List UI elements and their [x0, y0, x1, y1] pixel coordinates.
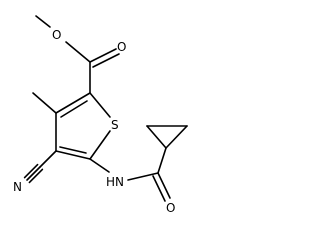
bond-amide-carbon-oxygen-2 — [152, 175, 166, 202]
bond-c5-c4-inner — [59, 146, 87, 154]
bond-c5-c4 — [55, 150, 91, 160]
nitrile-group — [23, 150, 57, 184]
bond-carbonyl-carbon-oxygen-1 — [89, 48, 117, 63]
bond-cyclopropyl-3 — [165, 125, 188, 149]
bond-nitrile-triple-1 — [26, 166, 41, 181]
nitrile-nitrogen-label: N — [13, 180, 22, 194]
bond-nitrile-triple-2 — [23, 163, 39, 179]
bond-c3-c2-inner — [60, 100, 88, 118]
bond-c3-c2 — [55, 92, 91, 114]
amide-oxygen-label: O — [166, 201, 175, 215]
bond-ring-nh — [89, 158, 110, 173]
bond-carbonyl-carbon-oxygen-2 — [92, 53, 120, 68]
sulfur-label: S — [111, 118, 119, 132]
bond-nitrile-triple-3 — [28, 168, 44, 184]
bond-amide-carbon-oxygen-1 — [157, 172, 171, 199]
methyl-ester-group — [35, 15, 120, 94]
bond-oxygen-carbonyl-carbon — [65, 41, 91, 63]
bond-nh-amide-carbon — [127, 172, 159, 181]
cyclopropyl-ring — [146, 125, 188, 149]
amide-nh-label: HN — [106, 175, 124, 189]
bond-s1-c5 — [89, 130, 111, 160]
chemical-structure: O O S N HN O — [13, 15, 188, 215]
bond-ring-nitrile-carbon — [39, 150, 57, 168]
bond-cyclopropyl-1 — [146, 125, 167, 149]
carbonyl-oxygen-label: O — [117, 40, 126, 54]
bond-c2-s1 — [89, 92, 111, 118]
cyclopropanecarboxamide-group — [89, 147, 171, 202]
bond-methyl-oxygen — [35, 15, 51, 28]
ester-oxygen-label: O — [52, 28, 61, 42]
bond-amide-carbon-cyclopropyl — [157, 147, 167, 174]
thiophene-ring — [55, 92, 111, 160]
bond-ring-methyl — [32, 92, 57, 114]
